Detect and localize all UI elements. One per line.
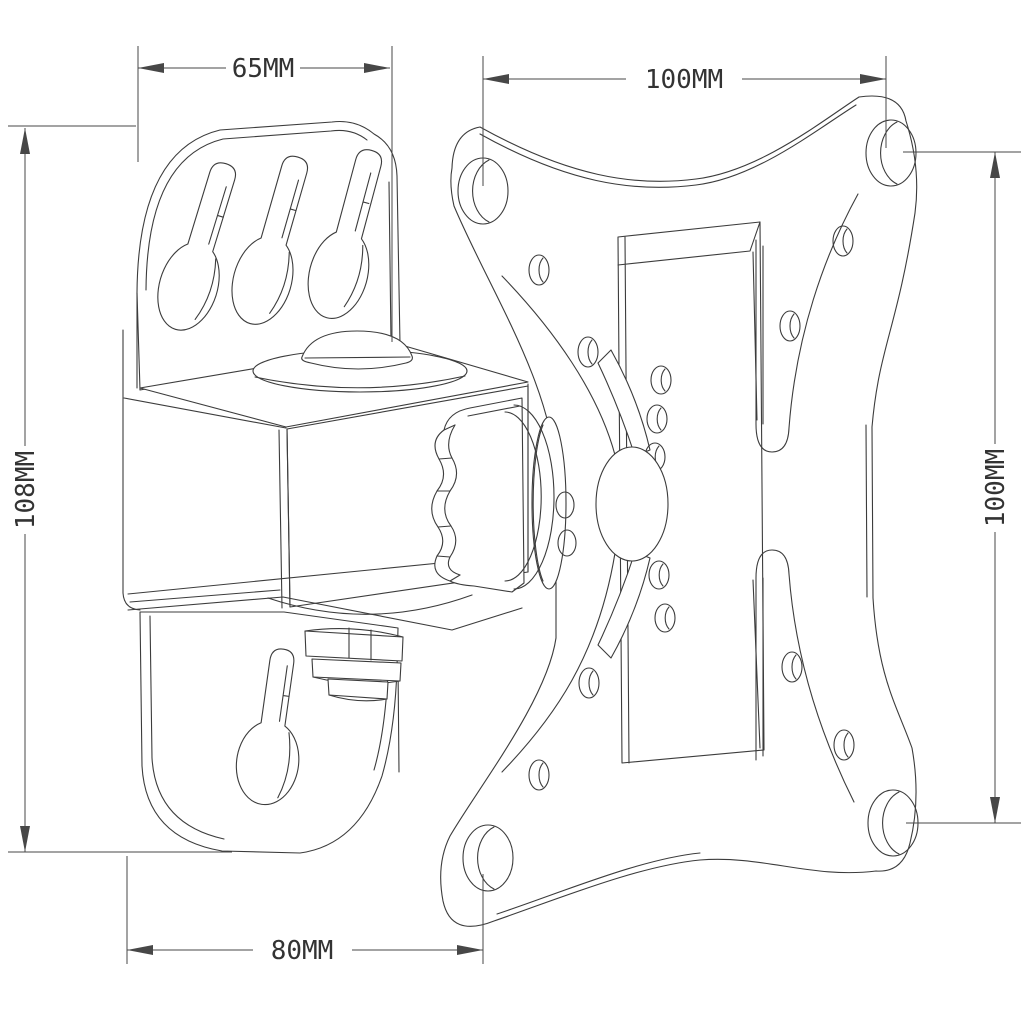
keyhole-slot-2 — [231, 155, 309, 325]
dimension-label-65mm: 65MM — [232, 54, 295, 84]
pivot-nut-stack — [304, 627, 404, 702]
arrow-right-icon — [364, 63, 390, 73]
arrow-right-icon — [457, 945, 483, 955]
dimension-65mm: 65MM — [137, 46, 393, 342]
swivel-dome — [301, 330, 413, 370]
keyhole-slot-3 — [307, 149, 383, 319]
arrow-up-icon — [990, 152, 1000, 178]
knob-silhouette — [431, 397, 525, 593]
arrow-down-icon — [20, 826, 30, 852]
arm-curve-lower — [501, 552, 616, 773]
arrow-down-icon — [990, 797, 1000, 823]
dimension-label-100mm-top: 100MM — [645, 65, 723, 95]
dimension-label-108mm: 108MM — [11, 451, 41, 529]
vesa-plate-outline — [440, 95, 918, 927]
u-cutout-lower — [755, 549, 855, 803]
upper-wall-plate — [136, 120, 401, 391]
dimension-108mm-left: 108MM — [8, 125, 232, 853]
pivot-boss — [595, 446, 669, 562]
dimension-label-80mm: 80MM — [271, 936, 334, 966]
dimension-80mm: 80MM — [126, 856, 484, 966]
swivel-adjust-holes — [644, 365, 676, 633]
dimension-label-100mm-right: 100MM — [981, 449, 1011, 527]
u-cutout-upper — [755, 193, 859, 453]
dimension-100mm-right: 100MM — [903, 151, 1021, 824]
arrow-up-icon — [20, 128, 30, 154]
keyhole-slot-1 — [157, 162, 237, 331]
wall-bracket — [122, 120, 529, 854]
keyhole-slot-lower — [235, 648, 300, 806]
dimension-annotations: 65MM 100MM 108MM 100MM — [8, 46, 1021, 966]
arrow-left-icon — [483, 74, 509, 84]
arrow-left-icon — [138, 63, 164, 73]
swivel-hub-disc — [531, 416, 577, 590]
arrow-left-icon — [127, 945, 153, 955]
vesa-plate — [440, 95, 919, 927]
bottom-shelf — [127, 559, 523, 631]
small-mount-holes — [528, 225, 855, 791]
swivel-disc-bottom — [267, 594, 473, 615]
locking-knob — [431, 397, 555, 593]
arrow-right-icon — [860, 74, 886, 84]
arm-curve-upper — [501, 275, 616, 456]
dimension-100mm-top: 100MM — [482, 56, 887, 186]
